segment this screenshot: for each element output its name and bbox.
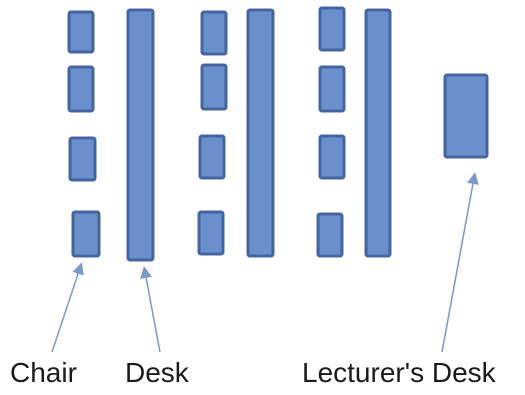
- desk: [246, 8, 275, 258]
- chair: [71, 210, 101, 258]
- chair: [200, 63, 228, 111]
- chair: [318, 65, 346, 113]
- desk: [364, 8, 392, 258]
- chair: [318, 134, 346, 180]
- lecturers-desk-label: Lecturer's Desk: [302, 357, 496, 388]
- chair: [67, 65, 95, 113]
- lecturers-desk-pointer-arrow: [441, 172, 479, 353]
- chair-label: Chair: [10, 357, 77, 388]
- desk: [126, 8, 155, 262]
- chair: [198, 134, 226, 180]
- lecturers-desk: [443, 73, 489, 159]
- chair-pointer-arrow: [51, 262, 84, 353]
- chair: [197, 210, 225, 256]
- desk-pointer-arrow: [140, 266, 161, 353]
- desk-label: Desk: [125, 357, 189, 388]
- chair: [68, 136, 97, 182]
- chair: [316, 212, 344, 258]
- chair: [67, 10, 95, 54]
- chair: [200, 10, 228, 56]
- chair: [318, 6, 346, 52]
